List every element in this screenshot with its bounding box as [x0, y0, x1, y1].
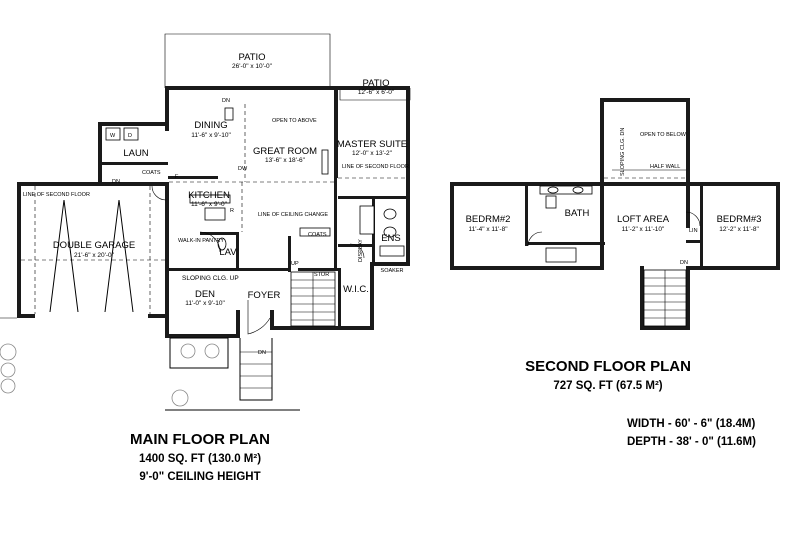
- den-dimension: 11'-0" x 9'-10": [185, 300, 225, 307]
- wic-label: W.I.C.: [343, 284, 369, 295]
- second-floor-walls: [450, 98, 780, 330]
- laun-label: LAUN: [123, 148, 148, 159]
- display-note: DISPLAY: [358, 239, 364, 262]
- foyer-label: FOYER: [248, 290, 281, 301]
- garage-door-triangles: [49, 199, 134, 313]
- patio-small-label: PATIO: [362, 78, 389, 89]
- dn-label-patio: DN: [222, 98, 230, 104]
- loft-label: LOFT AREA: [617, 214, 670, 225]
- den-label: DEN: [195, 289, 215, 300]
- patio-dimension: 26'-0" x 10'-0": [232, 63, 273, 70]
- line-of-second-floor-note: LINE OF SECOND FLOOR: [342, 164, 409, 170]
- main-floor-title: MAIN FLOOR PLAN: [130, 431, 270, 448]
- great-room-dimension: 13'-6" x 18'-6": [265, 157, 306, 164]
- width-dimension: WIDTH - 60' - 6" (18.4M): [627, 418, 755, 430]
- range-label: R: [230, 208, 234, 214]
- dashed-guides: [21, 104, 406, 314]
- kitchen-label: KITCHEN: [188, 190, 230, 201]
- dn-label-second: DN: [680, 260, 688, 266]
- bedrm3-dimension: 12'-2" x 11'-8": [719, 226, 759, 233]
- entry-landscape: [0, 317, 300, 411]
- dw-label: DW: [238, 166, 248, 172]
- depth-dimension: DEPTH - 38' - 0" (11.6M): [627, 436, 756, 448]
- coats-note: COATS: [142, 170, 161, 176]
- sloping-clg-dn-note: SLOPING CLG. DN: [620, 128, 626, 176]
- dining-dimension: 11'-6" x 9'-10": [191, 132, 231, 139]
- second-floor-details: [527, 169, 701, 327]
- master-suite-dimension: 12'-0" x 13'-2": [352, 150, 393, 157]
- bedrm2-dimension: 11'-4" x 11'-8": [468, 226, 508, 233]
- coats-foyer-note: COATS: [308, 232, 327, 238]
- walkin-pantry-note: WALK-IN PANTRY: [178, 238, 224, 244]
- master-suite-label: MASTER SUITE: [337, 139, 407, 150]
- main-floor-ceiling: 9'-0" CEILING HEIGHT: [139, 471, 260, 483]
- open-to-below-note: OPEN TO BELOW: [640, 132, 687, 138]
- main-floor-area: 1400 SQ. FT (130.0 M²): [139, 453, 261, 465]
- fixtures: [105, 107, 405, 257]
- dining-label: DINING: [194, 120, 227, 131]
- up-label: UP: [291, 261, 299, 267]
- dn-label-entry: DN: [258, 350, 266, 356]
- door-swings: [151, 185, 365, 335]
- patio-label: PATIO: [238, 52, 265, 63]
- second-floor-title: SECOND FLOOR PLAN: [525, 358, 691, 375]
- fridge-f-label: F: [175, 174, 179, 180]
- garage-line-of-second-floor-note: LINE OF SECOND FLOOR: [23, 192, 90, 198]
- lav-label: LAV: [219, 247, 237, 258]
- main-stairs: [290, 271, 336, 327]
- second-floor-area: 727 SQ. FT (67.5 M²): [553, 380, 662, 392]
- dn-label-garage: DN: [112, 179, 120, 185]
- bedrm2-label: BEDRM#2: [466, 214, 511, 225]
- open-to-above-note: OPEN TO ABOVE: [272, 118, 317, 124]
- ens-label: ENS: [381, 233, 401, 244]
- kitchen-dimension: 11'-6" x 9'-0": [191, 201, 228, 208]
- stor-note: STOR: [314, 272, 329, 278]
- double-garage-dimension: 21'-6" x 20'-0": [74, 252, 115, 259]
- dryer-label: D: [128, 133, 132, 139]
- lin-label: LIN: [689, 228, 698, 234]
- great-room-label: GREAT ROOM: [253, 146, 317, 157]
- soaker-note: SOAKER: [381, 268, 404, 274]
- patio-small-dimension: 12'-6" x 6'-0": [358, 89, 395, 96]
- half-wall-note: HALF WALL: [650, 164, 680, 170]
- loft-dimension: 11'-2" x 11'-10": [622, 226, 665, 233]
- bath-label: BATH: [565, 208, 590, 219]
- washer-label: W: [110, 133, 116, 139]
- line-of-ceiling-change-note: LINE OF CEILING CHANGE: [258, 212, 328, 218]
- bedrm3-label: BEDRM#3: [717, 214, 762, 225]
- sloping-clg-note: SLOPING CLG. UP: [182, 275, 239, 282]
- double-garage-label: DOUBLE GARAGE: [53, 240, 135, 251]
